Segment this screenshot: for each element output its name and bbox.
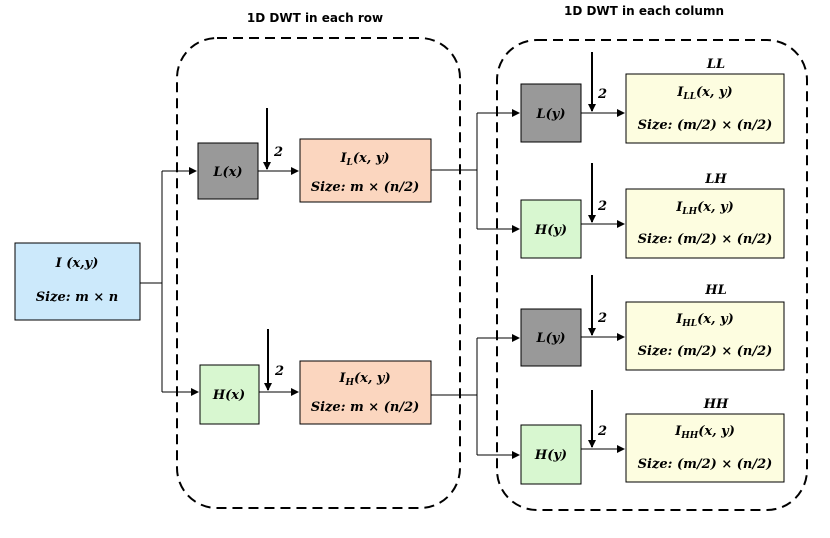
band-name-lh: LH: [704, 172, 727, 187]
lowpass-filter-x: [197, 142, 259, 200]
highpass-filter-y-bottom: [520, 424, 582, 485]
filter-label-lh: H(y): [534, 223, 567, 238]
row-low-output-box: [299, 138, 432, 203]
row-high-output-box: [299, 360, 432, 425]
row-stage-container: [176, 37, 461, 509]
band-box-ll: [625, 73, 785, 144]
band-box-lh: [625, 188, 785, 259]
filter-label-hl: L(y): [536, 331, 566, 346]
lowpass-filter-x-label: L(x): [212, 165, 242, 180]
band-size-hl: Size: (m/2) × (n/2): [638, 344, 773, 359]
row-high-output-label: IH(x, y): [338, 371, 390, 388]
downsample-label-hl: 2: [597, 311, 607, 326]
downsample-label-lx: 2: [273, 145, 283, 160]
column-stage-container: [496, 39, 808, 511]
branch-hl: L(y) 2 HL IHL(x, y) Size: (m/2) × (n/2): [520, 275, 785, 371]
row-stage-title: 1D DWT in each row: [247, 11, 383, 25]
lowpass-filter-y-top: [520, 83, 582, 143]
downsample-label-hh: 2: [597, 424, 607, 439]
downsample-label-lh: 2: [597, 199, 607, 214]
downsample-label-ll: 2: [597, 87, 607, 102]
downsample-label-hx: 2: [274, 364, 284, 379]
band-size-hh: Size: (m/2) × (n/2): [638, 457, 773, 472]
row-high-output-size: Size: m × (n/2): [311, 400, 420, 415]
band-name-hh: HH: [703, 397, 729, 412]
band-output-label-hh: IHH(x, y): [674, 424, 735, 441]
band-output-label-ll: ILL(x, y): [676, 85, 732, 102]
band-size-ll: Size: (m/2) × (n/2): [638, 118, 773, 133]
highpass-filter-y-top: [520, 199, 582, 259]
row-low-output-size: Size: m × (n/2): [311, 180, 420, 195]
input-image-size: Size: m × n: [36, 290, 118, 305]
branch-lh: H(y) 2 LH ILH(x, y) Size: (m/2) × (n/2): [520, 163, 785, 259]
filter-label-hh: H(y): [534, 448, 567, 463]
band-output-label-lh: ILH(x, y): [675, 200, 734, 217]
band-name-hl: HL: [704, 283, 726, 298]
input-image-label: I (x,y): [55, 256, 99, 271]
highpass-filter-x-label: H(x): [212, 388, 245, 403]
filter-label-ll: L(y): [536, 107, 566, 122]
branch-ll: L(y) 2 LL ILL(x, y) Size: (m/2) × (n/2): [520, 52, 785, 144]
band-size-lh: Size: (m/2) × (n/2): [638, 232, 773, 247]
band-name-ll: LL: [706, 57, 725, 72]
highpass-filter-x: [199, 364, 260, 425]
band-box-hh: [625, 413, 785, 483]
lowpass-filter-y-bottom: [520, 308, 582, 367]
branch-hh: H(y) 2 HH IHH(x, y) Size: (m/2) × (n/2): [520, 390, 785, 485]
band-output-label-hl: IHL(x, y): [675, 312, 734, 329]
column-stage-title: 1D DWT in each column: [564, 4, 724, 18]
input-image-box: [14, 242, 141, 321]
band-box-hl: [625, 301, 785, 371]
row-low-output-label: IL(x, y): [339, 151, 389, 168]
